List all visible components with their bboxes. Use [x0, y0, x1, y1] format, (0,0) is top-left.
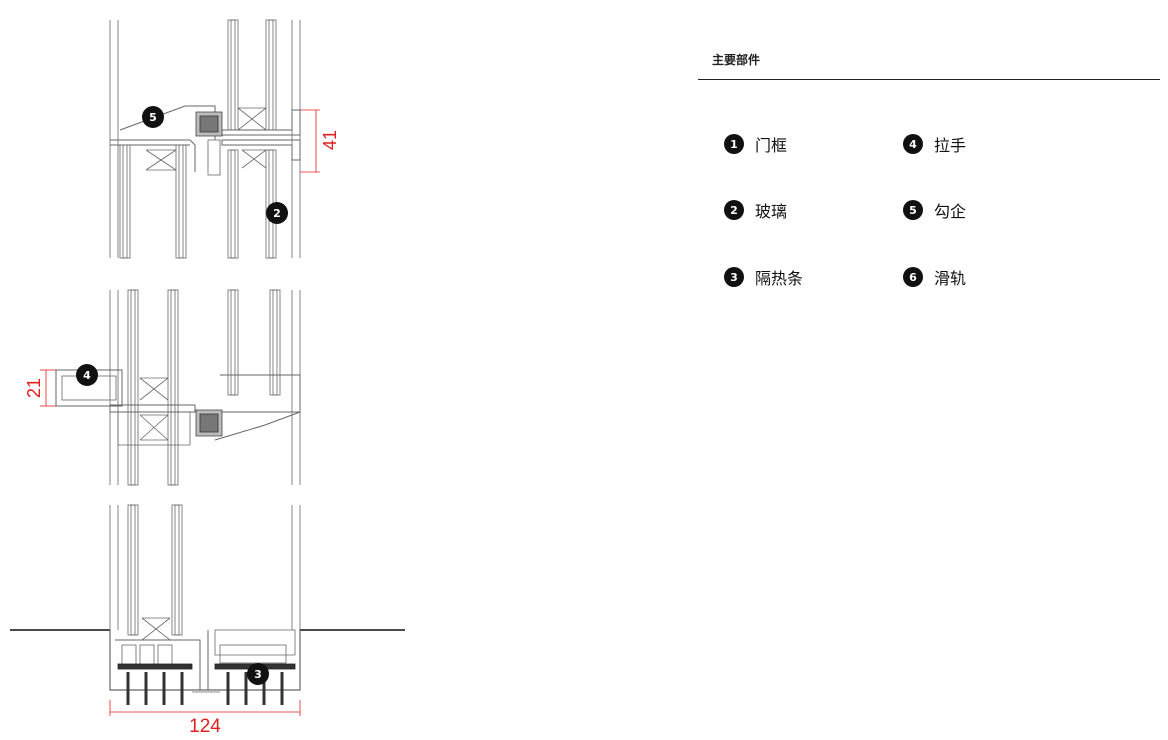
- dimension-41: 41: [320, 130, 340, 150]
- svg-text:3: 3: [254, 668, 262, 681]
- dimension-lines: [40, 109, 320, 716]
- bottom-section: [10, 504, 405, 705]
- section-title: 主要部件: [712, 53, 761, 67]
- dimension-21: 21: [24, 378, 44, 398]
- legend-number-badge: 4: [903, 134, 923, 154]
- legend-item-door-frame: 1 门框: [724, 133, 787, 155]
- legend-number-badge: 2: [724, 200, 744, 220]
- legend-label: 隔热条: [755, 269, 804, 288]
- middle-section: [55, 289, 301, 486]
- legend-label: 勾企: [934, 202, 967, 221]
- legend-item-track: 6 滑轨: [903, 266, 966, 288]
- legend-number-badge: 3: [724, 267, 744, 287]
- legend-number-badge: 6: [903, 267, 923, 287]
- legend-item-handle: 4 拉手: [903, 133, 966, 155]
- callout-5: 5: [142, 106, 164, 128]
- title-divider: [698, 79, 1160, 80]
- dimension-124: 124: [189, 716, 221, 737]
- callout-2: 2: [266, 202, 288, 224]
- legend-number-badge: 5: [903, 200, 923, 220]
- legend-item-glass: 2 玻璃: [724, 199, 787, 221]
- legend-label: 门框: [755, 136, 788, 155]
- legend-label: 玻璃: [755, 202, 788, 221]
- legend-item-interlock: 5 勾企: [903, 199, 966, 221]
- top-section: [109, 19, 301, 259]
- callout-3: 3: [247, 663, 269, 685]
- legend-item-thermal-break: 3 隔热条: [724, 266, 803, 288]
- legend-label: 滑轨: [934, 269, 967, 288]
- svg-text:2: 2: [273, 207, 281, 220]
- callout-4: 4: [76, 364, 98, 386]
- svg-text:5: 5: [149, 111, 157, 124]
- svg-text:4: 4: [83, 369, 91, 382]
- legend-number-badge: 1: [724, 134, 744, 154]
- legend-label: 拉手: [934, 136, 967, 155]
